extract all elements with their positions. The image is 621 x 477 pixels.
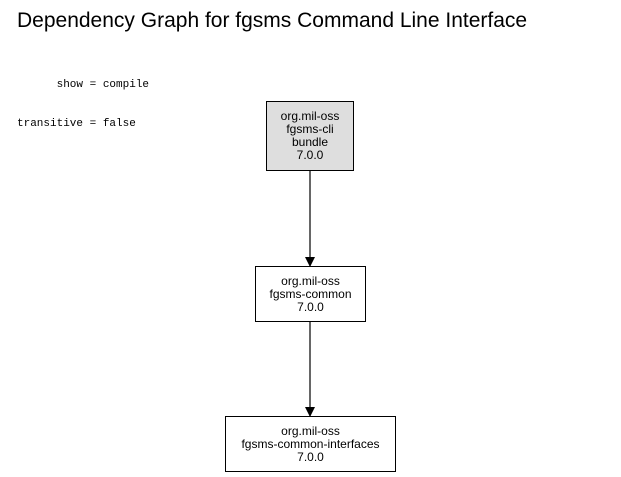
node-artifact: fgsms-common-interfaces	[241, 436, 380, 451]
param-transitive: transitive = false	[17, 118, 136, 130]
node-fgsms-common: org.mil-oss fgsms-common 7.0.0	[255, 266, 366, 322]
graph-title: Dependency Graph for fgsms Command Line …	[17, 9, 528, 32]
node-artifact: fgsms-cli	[286, 122, 334, 136]
node-artifact: fgsms-common	[269, 286, 352, 301]
node-fgsms-common-interfaces: org.mil-oss fgsms-common-interfaces 7.0.…	[225, 416, 396, 472]
param-show: show = compile	[17, 79, 150, 91]
node-version: 7.0.0	[297, 299, 324, 314]
node-version: 7.0.0	[297, 449, 324, 464]
node-group: org.mil-oss	[281, 273, 340, 288]
node-version: 7.0.0	[296, 148, 324, 162]
node-packaging: bundle	[291, 135, 329, 149]
node-fgsms-cli: org.mil-oss fgsms-cli bundle 7.0.0	[266, 101, 354, 171]
node-group: org.mil-oss	[280, 109, 340, 123]
graph-parameters: show = compile transitive = false	[17, 53, 149, 144]
node-group: org.mil-oss	[281, 423, 340, 438]
